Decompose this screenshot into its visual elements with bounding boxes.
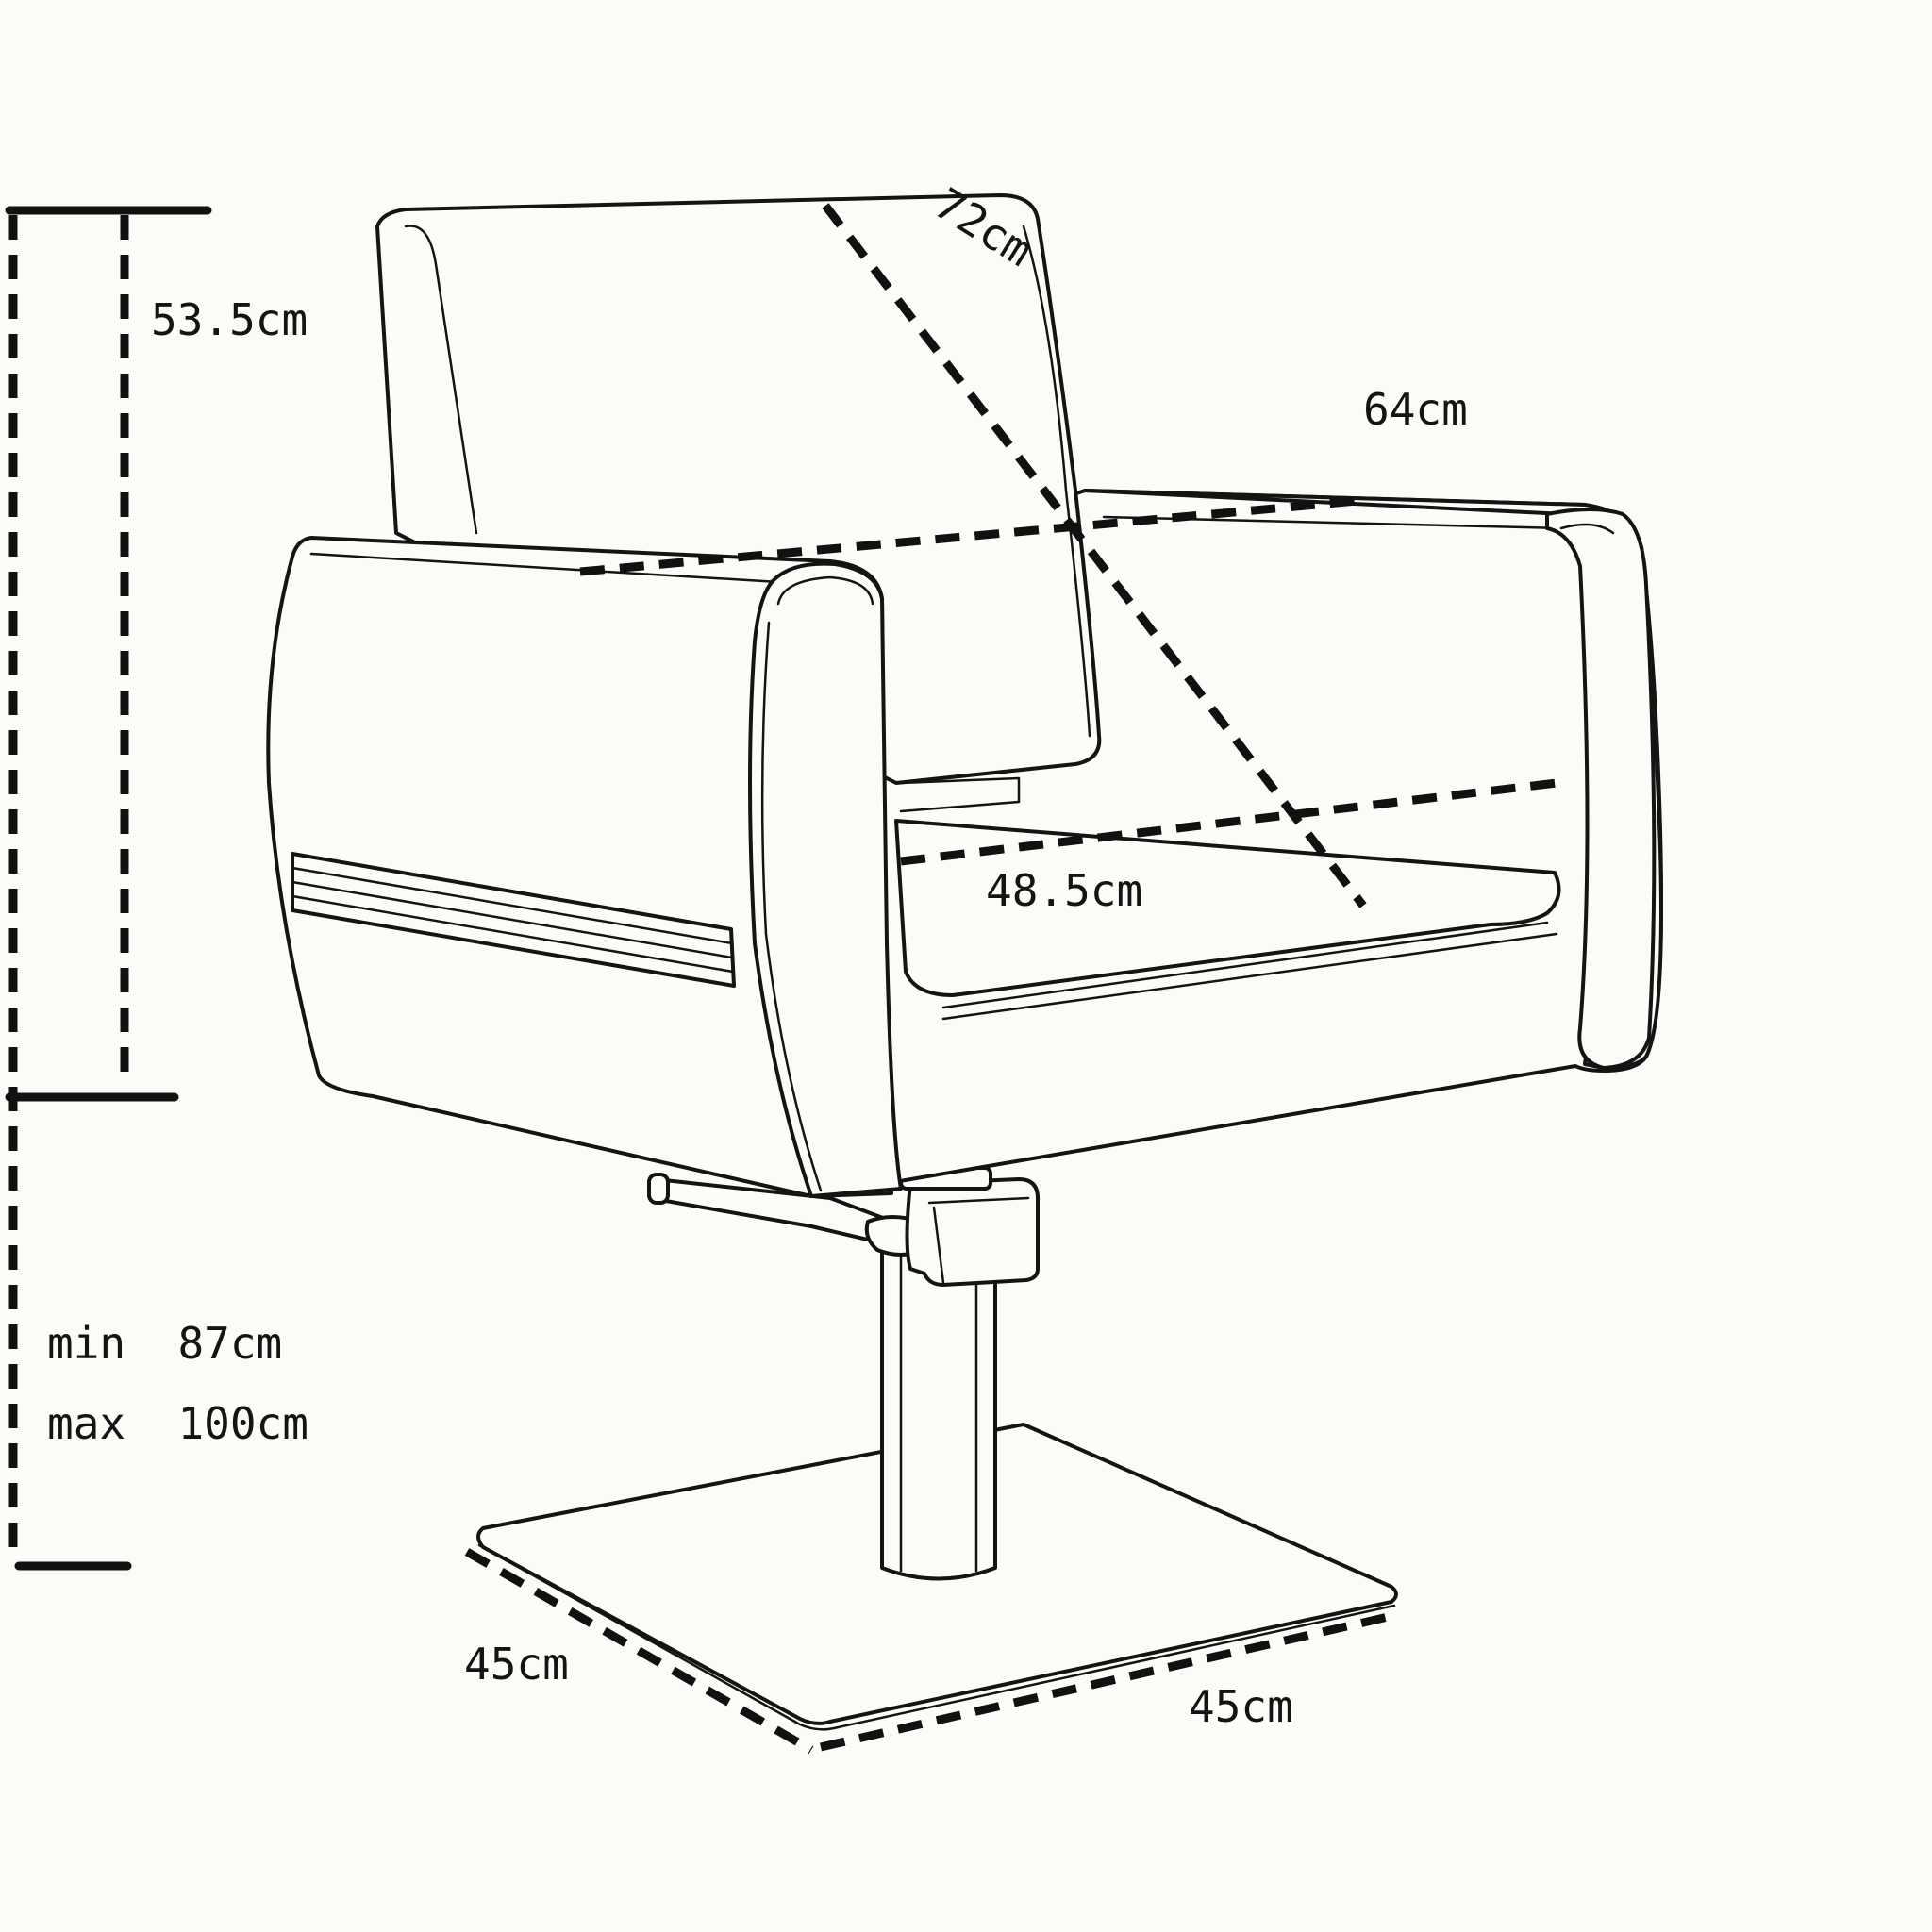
decorative-grooves	[291, 852, 736, 988]
seat-height-max-label: max 100cm	[47, 1398, 308, 1449]
seat-height-min-label: min 87cm	[47, 1318, 282, 1369]
backrest-height-dimension	[108, 206, 137, 1085]
width-dimension	[579, 495, 1369, 576]
backrest	[375, 193, 1102, 785]
backrest-height-label: 53.5cm	[151, 294, 308, 345]
diagonal-dimension	[822, 203, 1367, 908]
mechanism-housing	[899, 1166, 1040, 1287]
base-depth-label: 45cm	[464, 1639, 569, 1690]
hydraulic-column	[880, 1234, 997, 1581]
seat-width-label: 48.5cm	[986, 865, 1142, 916]
base-width-dimension	[819, 1610, 1398, 1752]
overall-width-label: 64cm	[1363, 384, 1468, 435]
right-armrest-front	[1545, 508, 1657, 1070]
left-armrest	[748, 561, 903, 1198]
base-width-label: 45cm	[1189, 1681, 1293, 1732]
seat-width-dimension	[900, 778, 1557, 866]
height-dimension	[5, 206, 212, 1571]
base-depth-dimension	[464, 1548, 814, 1754]
seat-cushion	[894, 776, 1561, 1021]
